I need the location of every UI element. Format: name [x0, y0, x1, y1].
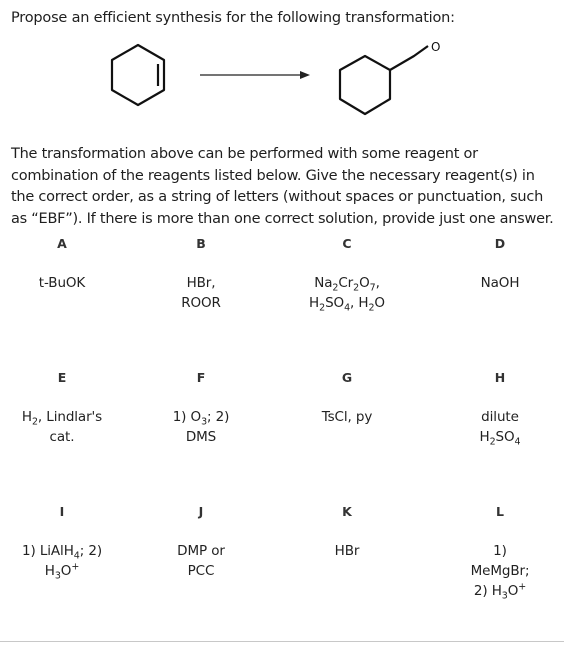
reaction-scheme: O — [110, 42, 440, 116]
reagent-i: 1) LiAlH4; 2)H3O+ — [0, 541, 132, 581]
reagent-l: 1) MeMgBr; 2) H3O+ — [430, 541, 564, 601]
reagent-line: H2, Lindlar's — [21, 409, 103, 428]
reagent-line: Na2Cr2O7, — [314, 275, 380, 294]
reagent-b: HBr, ROOR — [131, 273, 271, 313]
instructions-text: The transformation above can be performe… — [11, 146, 554, 227]
reagent-line: MeMgBr; — [470, 563, 530, 579]
reagent-a: t-BuOK — [0, 273, 132, 293]
reagent-letter-j: J — [198, 504, 204, 519]
reactant-cyclohexene — [110, 43, 166, 107]
reagent-line: HBr, — [186, 275, 216, 291]
reagent-f: 1) O3; 2)DMS — [131, 407, 271, 447]
reaction-arrow — [200, 71, 310, 79]
reagent-line: ROOR — [181, 295, 221, 311]
reagent-line: H2SO4, H2O — [309, 295, 385, 314]
product-cyclohexanecarbaldehyde — [338, 45, 429, 116]
reagent-letter-k: K — [342, 504, 352, 519]
reagent-j: DMP or PCC — [131, 541, 271, 581]
bottom-divider — [0, 641, 564, 642]
reagent-line: 2) H3O+ — [473, 581, 527, 602]
product-oxygen-label: O — [431, 42, 440, 54]
reagent-letter-b: B — [196, 236, 206, 251]
reagent-letter-f: F — [196, 370, 206, 385]
reagent-line: 1) O3; 2) — [172, 409, 230, 428]
reagent-letter-e: E — [57, 370, 67, 385]
reagent-line: H3O+ — [44, 561, 80, 582]
reagent-letter-h: H — [494, 370, 506, 385]
reagent-line: 1) — [493, 543, 507, 559]
reagent-line: dilute — [481, 409, 519, 425]
reagent-line: TsCl, py — [321, 409, 373, 425]
reagent-letter-i: I — [59, 504, 65, 519]
reagent-line: 1) LiAlH4; 2) — [21, 543, 102, 562]
reagent-c: Na2Cr2O7,H2SO4, H2O — [277, 273, 417, 313]
reagent-line: cat. — [49, 429, 75, 445]
reagent-letter-d: D — [494, 236, 506, 251]
reagent-g: TsCl, py — [277, 407, 417, 427]
reagent-line: H2SO4 — [479, 429, 521, 448]
question-prompt: Propose an efficient synthesis for the f… — [11, 10, 455, 26]
reagent-line: NaOH — [480, 275, 520, 291]
reagent-letter-l: L — [496, 504, 504, 519]
reagent-letter-a: A — [57, 236, 67, 251]
reagent-d: NaOH — [430, 273, 564, 293]
reagent-letter-g: G — [341, 370, 353, 385]
reagent-line: HBr — [334, 543, 360, 559]
reagent-line: DMS — [185, 429, 217, 445]
reagent-line: PCC — [187, 563, 215, 579]
reagent-line: DMP or — [177, 543, 225, 559]
reagent-k: HBr — [277, 541, 417, 561]
reagent-line: t-BuOK — [38, 275, 86, 291]
reagent-letter-c: C — [342, 236, 352, 251]
